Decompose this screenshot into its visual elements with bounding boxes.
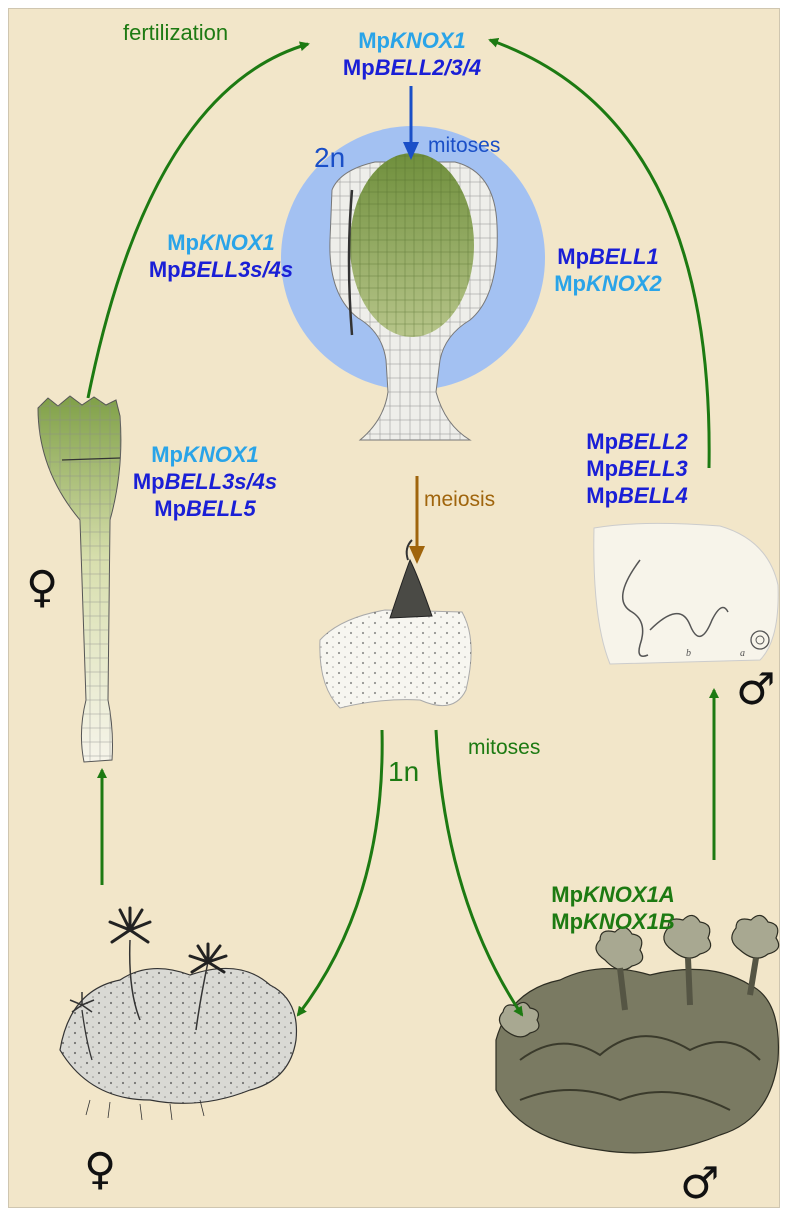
gene-name: BELL2/3/4 — [375, 55, 481, 80]
male-symbol-sperm: ♂ — [736, 668, 775, 712]
gene-label: MpBELL2 — [562, 428, 712, 455]
gene-prefix: Mp — [557, 244, 589, 269]
spore-capsule-illustration — [320, 540, 471, 708]
gene-name: KNOX1 — [199, 230, 275, 255]
gene-name: KNOX1 — [390, 28, 466, 53]
ploidy-2n-label: 2n — [314, 142, 345, 174]
gene-name: BELL2 — [618, 429, 688, 454]
female-symbol-archegonium: ♀ — [26, 566, 58, 610]
gene-prefix: Mp — [167, 230, 199, 255]
gene-name: KNOX2 — [586, 271, 662, 296]
mitoses-arrow-to-female — [298, 730, 382, 1015]
gene-label: MpBELL5 — [120, 495, 290, 522]
gene-name: KNOX1 — [183, 442, 259, 467]
gene-name: BELL4 — [618, 483, 688, 508]
gene-prefix: Mp — [154, 496, 186, 521]
gene-label: MpBELL1 — [528, 243, 688, 270]
meiosis-arrow — [409, 476, 425, 564]
meiosis-label: meiosis — [424, 488, 495, 512]
gene-label: MpBELL2/3/4 — [309, 54, 515, 81]
male-thallus-illustration — [496, 915, 779, 1152]
gene-name: BELL3s/4s — [165, 469, 278, 494]
sperm-letter-a: a — [740, 648, 745, 659]
gene-name: BELL3s/4s — [181, 257, 294, 282]
gene-label: MpBELL3 — [562, 455, 712, 482]
female-symbol-thallus: ♀ — [84, 1148, 116, 1192]
gene-label: MpKNOX1A — [520, 881, 706, 908]
gene-name: BELL5 — [186, 496, 256, 521]
mitoses-label-top: mitoses — [428, 134, 500, 158]
gene-prefix: Mp — [551, 882, 583, 907]
gene-label: MpKNOX2 — [528, 270, 688, 297]
gene-prefix: Mp — [343, 55, 375, 80]
fertilization-label: fertilization — [123, 20, 228, 46]
ploidy-1n-label: 1n — [388, 756, 419, 788]
gene-name: BELL1 — [589, 244, 659, 269]
female-thallus-illustration — [60, 908, 296, 1120]
gene-label: MpKNOX1 — [118, 229, 324, 256]
gene-label: MpKNOX1 — [309, 27, 515, 54]
gene-prefix: Mp — [149, 257, 181, 282]
mitoses-label-bottom: mitoses — [468, 736, 540, 760]
mitoses-arrow-to-male — [436, 730, 522, 1015]
gene-prefix: Mp — [586, 483, 618, 508]
gene-prefix: Mp — [586, 456, 618, 481]
gene-label: MpKNOX1B — [520, 908, 706, 935]
gene-prefix: Mp — [551, 909, 583, 934]
sperm-letter-b: b — [686, 648, 691, 659]
gene-prefix: Mp — [151, 442, 183, 467]
gene-name: KNOX1A — [583, 882, 675, 907]
gene-prefix: Mp — [358, 28, 390, 53]
gene-prefix: Mp — [554, 271, 586, 296]
sperm-illustration: b a — [594, 523, 778, 664]
gene-label: MpBELL3s/4s — [118, 256, 324, 283]
gene-label: MpKNOX1 — [120, 441, 290, 468]
gene-prefix: Mp — [586, 429, 618, 454]
gene-name: BELL3 — [618, 456, 688, 481]
gene-label: MpBELL3s/4s — [120, 468, 290, 495]
gene-prefix: Mp — [133, 469, 165, 494]
sporophyte-illustration — [330, 153, 497, 440]
male-symbol-thallus: ♂ — [680, 1162, 719, 1206]
gene-name: KNOX1B — [583, 909, 675, 934]
gene-label: MpBELL4 — [562, 482, 712, 509]
fertilization-arrow-left — [88, 44, 308, 398]
